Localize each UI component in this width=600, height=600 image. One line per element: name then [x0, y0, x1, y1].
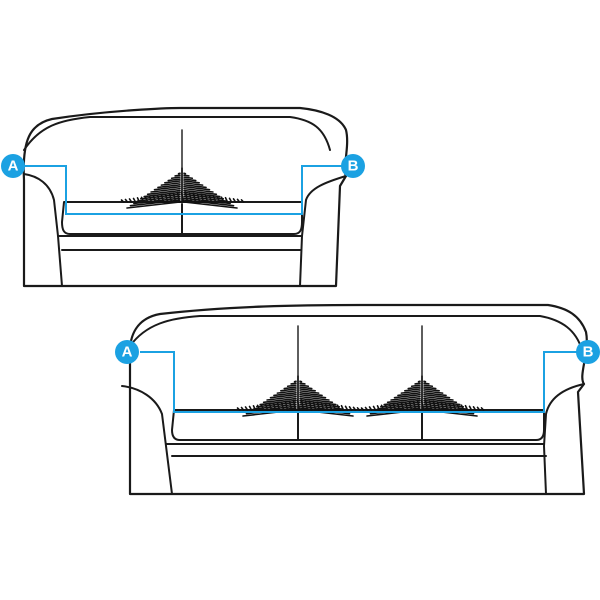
- sofa-seat-cushions: [171, 409, 545, 441]
- loveseat-marker-a: A: [1, 154, 25, 178]
- sofa-right-arm: [543, 383, 585, 495]
- sofa-marker-b: B: [576, 340, 600, 364]
- sofa-left-arm: [121, 385, 173, 495]
- marker-a-circle: [1, 154, 25, 178]
- loveseat-right-arm: [299, 175, 347, 287]
- loveseat-backrest-top: [23, 116, 331, 151]
- marker-b-circle: [341, 154, 365, 178]
- loveseat-left-arm: [23, 173, 63, 287]
- sofa-measure-right: [360, 351, 578, 413]
- sofa-backrest-top: [129, 315, 583, 351]
- loveseat-diagram: A B: [1, 106, 365, 288]
- marker-b-label: B: [583, 344, 594, 361]
- loveseat-seat-cushions: [61, 201, 303, 235]
- marker-a-label: A: [8, 158, 19, 175]
- marker-a-label: A: [122, 344, 133, 361]
- loveseat-front-rail: [57, 235, 303, 251]
- marker-b-circle: [576, 340, 600, 364]
- loveseat-measure-left: [14, 165, 182, 215]
- loveseat-fringe: [120, 167, 245, 209]
- loveseat-marker-b: B: [341, 154, 365, 178]
- sofa-fringe: [236, 375, 485, 417]
- marker-a-circle: [115, 340, 139, 364]
- sofa-body-outline: [128, 303, 588, 496]
- loveseat-measure-right: [182, 165, 352, 215]
- marker-b-label: B: [348, 158, 359, 175]
- sofa-diagram: A B: [115, 303, 600, 496]
- sofa-measure-left: [140, 351, 360, 413]
- sofa-front-rail: [165, 443, 547, 457]
- sofa-marker-a: A: [115, 340, 139, 364]
